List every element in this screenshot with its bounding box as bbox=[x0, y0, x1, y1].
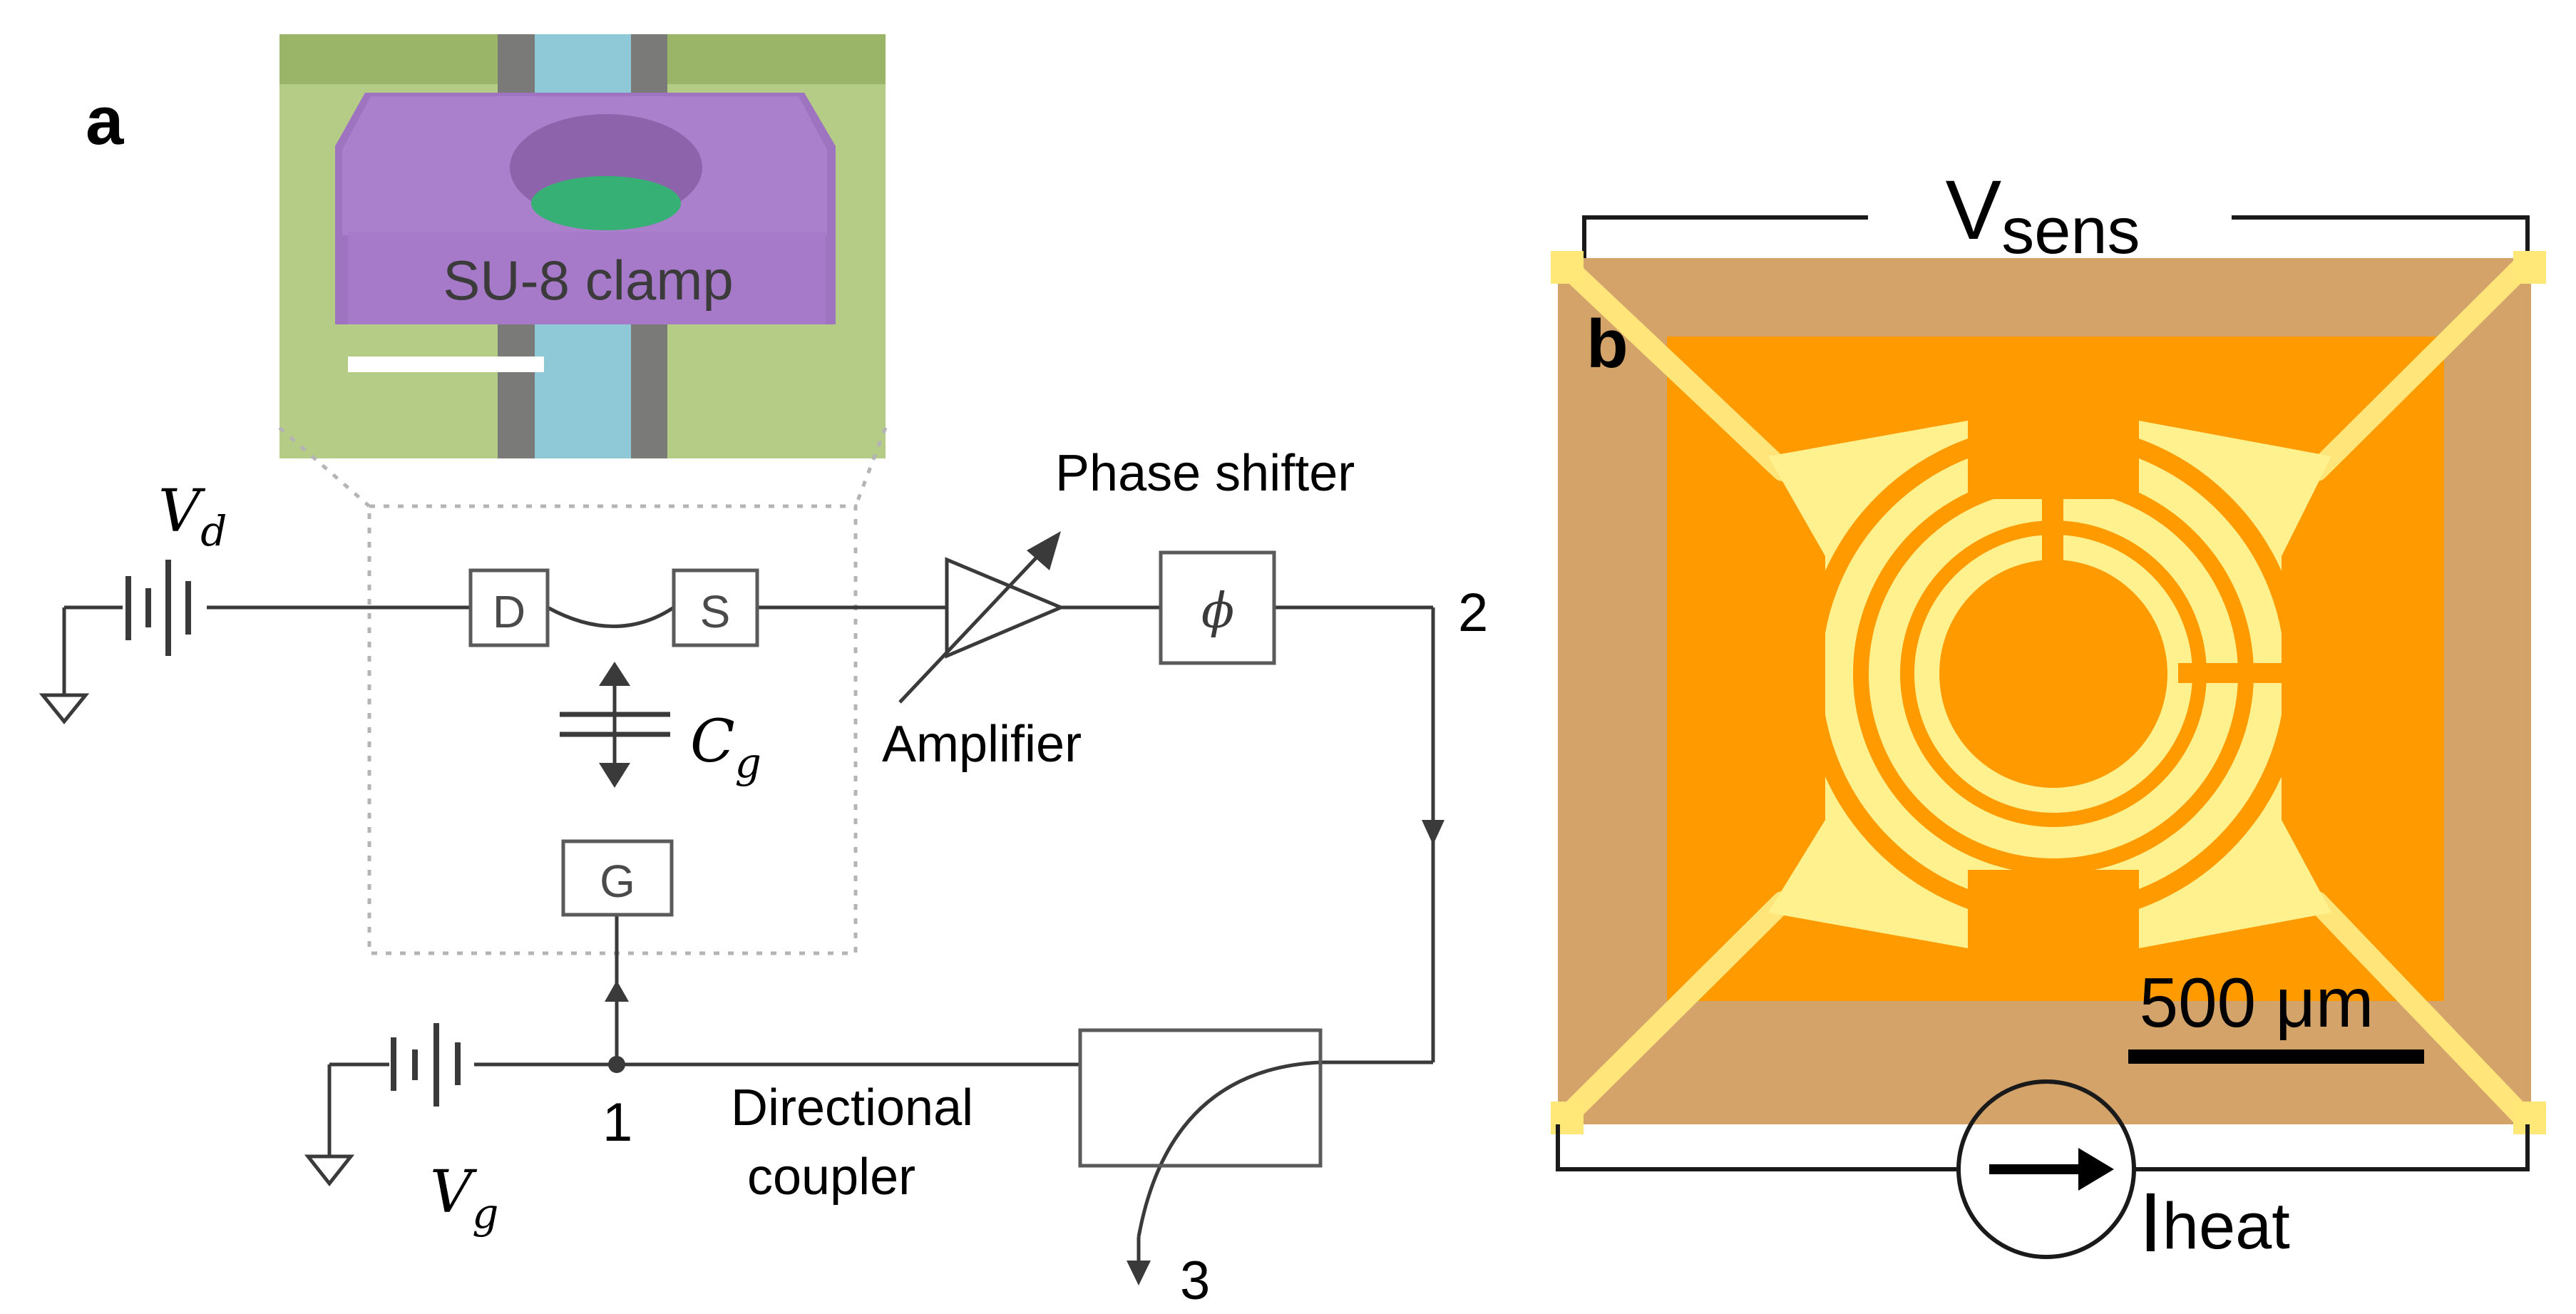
phase-shifter-label: Phase shifter bbox=[1055, 445, 1355, 502]
drain-battery-symbol bbox=[125, 560, 191, 656]
amplifier-label: Amplifier bbox=[882, 716, 1082, 773]
device-dashed-box bbox=[367, 504, 858, 955]
up-arrow-icon bbox=[605, 980, 629, 1002]
double-arrow-icon bbox=[599, 662, 630, 788]
gate-battery-symbol bbox=[391, 1023, 461, 1107]
gate-capacitor-symbol bbox=[560, 677, 670, 771]
gate-box: G bbox=[561, 839, 674, 917]
phase-symbol: ϕ bbox=[1201, 583, 1234, 640]
vsens-bracket bbox=[1582, 215, 2530, 258]
current-source-icon bbox=[1956, 1079, 2136, 1259]
drain-box: D bbox=[468, 568, 550, 647]
panel-b-label: b bbox=[1586, 306, 1628, 382]
panel-a-label: a bbox=[86, 83, 124, 159]
port-3-label: 3 bbox=[1180, 1251, 1210, 1311]
vd-label: Vd bbox=[158, 478, 227, 555]
source-box: S bbox=[672, 568, 759, 647]
ground-icon bbox=[39, 693, 90, 724]
inset-scale-bar bbox=[348, 356, 544, 372]
ground-icon bbox=[304, 1154, 355, 1187]
cg-label: Cg bbox=[690, 708, 761, 787]
arrow-head-icon bbox=[1027, 531, 1061, 570]
directional-coupler-box bbox=[1078, 1028, 1323, 1168]
scale-bar bbox=[2128, 1049, 2424, 1064]
iheat-label: Iheat bbox=[2139, 1176, 2290, 1270]
down-arrow-icon bbox=[1422, 820, 1444, 845]
drain-label: D bbox=[493, 586, 525, 637]
down-arrow-icon bbox=[1127, 1261, 1151, 1285]
heater-sensor-micrograph: b 500 μm bbox=[1551, 251, 2546, 1134]
su8-clamp-label: SU-8 clamp bbox=[443, 249, 733, 312]
gate-label: G bbox=[600, 856, 635, 907]
directional-label: Directional bbox=[731, 1079, 973, 1136]
vsens-label: Vsens bbox=[1945, 163, 2140, 267]
zoom-guide bbox=[278, 426, 888, 955]
panel-a: a SU-8 clamp bbox=[39, 34, 1488, 1311]
amplifier-symbol bbox=[898, 548, 1066, 704]
scale-bar-label: 500 μm bbox=[2140, 963, 2374, 1042]
vg-label: Vg bbox=[430, 1159, 498, 1238]
panel-b: Vsens bbox=[1551, 163, 2546, 1270]
junction-node bbox=[608, 1056, 625, 1073]
phase-shifter-box: ϕ bbox=[1159, 550, 1276, 665]
coupler-label: coupler bbox=[747, 1149, 915, 1206]
source-label: S bbox=[700, 586, 731, 637]
port-1-label: 1 bbox=[602, 1092, 632, 1153]
iheat-loop bbox=[1556, 1079, 2530, 1259]
sem-inset-image: SU-8 clamp bbox=[279, 34, 886, 458]
port-2-label: 2 bbox=[1458, 582, 1488, 643]
right-arrow-icon bbox=[1989, 1148, 2114, 1191]
